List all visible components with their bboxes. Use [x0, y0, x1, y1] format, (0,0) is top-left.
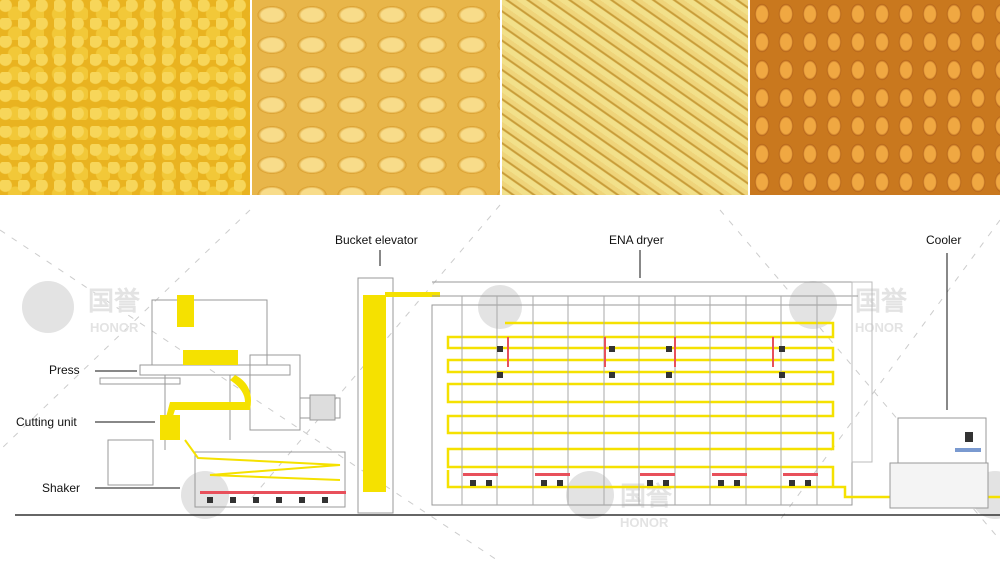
label-press: Press: [49, 363, 80, 377]
svg-text:HONOR: HONOR: [855, 320, 904, 335]
pasta-photo-rigatoni: [750, 0, 1000, 195]
dryer-columns: [461, 296, 818, 505]
label-bucket-elevator: Bucket elevator: [335, 233, 418, 247]
watermark-logos: [22, 281, 1000, 519]
bucket-elevator-machine: [357, 277, 440, 514]
leader-lines: [95, 250, 948, 489]
press-machine: [99, 299, 341, 486]
label-shaker: Shaker: [42, 481, 81, 495]
press-product-path: [160, 295, 251, 440]
label-cutting-unit: Cutting unit: [16, 415, 77, 429]
cooler-machine: [889, 417, 989, 509]
pasta-photo-squares: [0, 0, 250, 195]
shaker-machine: [184, 439, 346, 508]
fan-bars: [463, 337, 818, 476]
pasta-photo-shells: [252, 0, 500, 195]
svg-text:HONOR: HONOR: [90, 320, 139, 335]
label-ena-dryer: ENA dryer: [609, 233, 664, 247]
svg-text:国誉: 国誉: [88, 286, 141, 316]
svg-text:HONOR: HONOR: [620, 515, 669, 530]
label-cooler: Cooler: [926, 233, 962, 247]
pasta-photo-penne: [502, 0, 748, 195]
fan-units: [470, 346, 811, 486]
svg-text:国誉: 国誉: [855, 286, 908, 316]
